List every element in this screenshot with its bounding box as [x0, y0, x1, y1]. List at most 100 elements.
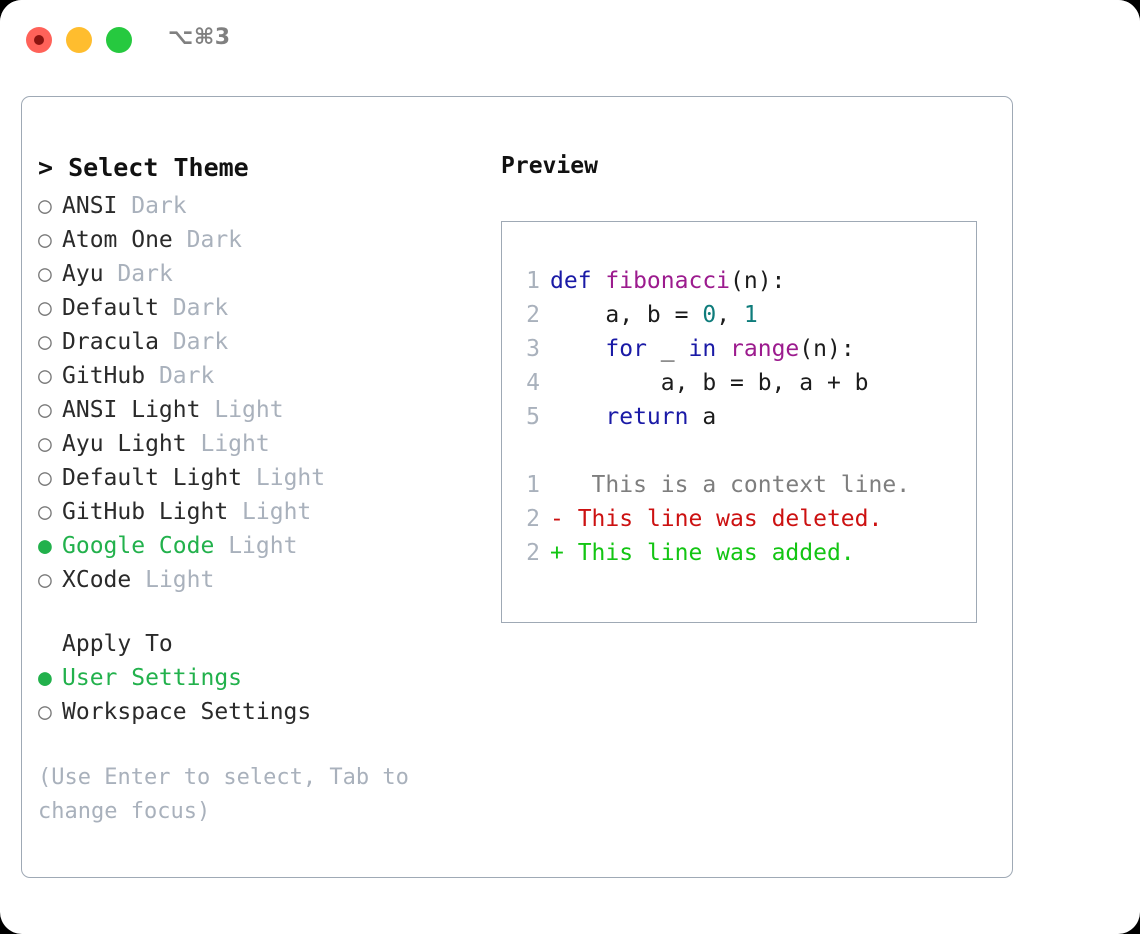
code-token: a, b =	[550, 302, 703, 328]
radio-unselected-icon: ○	[38, 699, 52, 725]
theme-list-item[interactable]: ○ GitHub Dark	[38, 359, 478, 393]
theme-list-item[interactable]: ●Google Code Light	[38, 529, 478, 563]
theme-list-item[interactable]: ○Ayu Dark	[38, 257, 478, 291]
theme-name: ANSI Light	[62, 397, 201, 423]
theme-name: GitHub	[62, 363, 146, 389]
theme-variant-tag: Light	[145, 567, 215, 593]
radio-unselected-icon: ○	[38, 261, 52, 287]
diff-line: 2 + This line was added.	[514, 536, 970, 570]
theme-variant-tag: Dark	[186, 227, 243, 253]
keyboard-shortcut-label: ⌥⌘3	[168, 25, 231, 50]
theme-list-item[interactable]: ○ Default Dark	[38, 291, 478, 325]
line-number: 1	[526, 472, 540, 498]
radio-unselected-icon: ○	[38, 499, 52, 525]
line-number: 5	[526, 404, 540, 430]
radio-unselected-icon: ○	[38, 295, 52, 321]
theme-list-item[interactable]: ○ GitHub Light Light	[38, 495, 478, 529]
code-token: 1	[743, 302, 758, 328]
maximize-window-button[interactable]	[106, 27, 132, 53]
code-token: 0	[702, 302, 717, 328]
close-window-button[interactable]	[26, 27, 52, 53]
apply-to-label: Workspace Settings	[62, 699, 312, 725]
code-token: return	[605, 404, 689, 430]
theme-name: GitHub Light	[62, 499, 229, 525]
theme-variant-tag: Dark	[172, 295, 229, 321]
diff-text: This line was added.	[563, 540, 855, 566]
theme-name: Ayu Light	[62, 431, 187, 457]
code-line: 2 a, b = 0, 1	[514, 298, 970, 332]
theme-list-item[interactable]: ○Dracula Dark	[38, 325, 478, 359]
line-number: 3	[526, 336, 540, 362]
diff-marker: +	[550, 540, 564, 566]
code-token: a	[688, 404, 717, 430]
diff-text: This line was deleted.	[563, 506, 883, 532]
diff-marker: -	[550, 506, 564, 532]
theme-variant-tag: Dark	[158, 363, 215, 389]
code-line: 4 a, b = b, a + b	[514, 366, 970, 400]
line-number: 2	[526, 506, 540, 532]
theme-variant-tag: Light	[255, 465, 326, 491]
code-token: def	[550, 268, 606, 294]
minimize-window-button[interactable]	[66, 27, 92, 53]
code-line: 1 def fibonacci(n):	[514, 264, 970, 298]
theme-variant-tag: Dark	[172, 329, 229, 355]
theme-name: Dracula	[62, 329, 159, 355]
diff-text: This is a context line.	[563, 472, 911, 498]
radio-unselected-icon: ○	[38, 363, 52, 389]
line-number: 2	[526, 540, 540, 566]
radio-unselected-icon: ○	[38, 397, 52, 423]
theme-list-item[interactable]: ○ANSI Dark	[38, 189, 478, 223]
theme-name: XCode	[62, 567, 132, 593]
theme-name: Default Light	[62, 465, 243, 491]
code-token: _	[646, 336, 689, 362]
diff-line: 1 This is a context line.	[514, 468, 970, 502]
theme-list-column: > Select Theme ○ANSI Dark○Atom One Dark○…	[38, 149, 478, 829]
apply-to-option[interactable]: ○ Workspace Settings	[38, 695, 478, 729]
theme-variant-tag: Dark	[131, 193, 187, 219]
theme-variant-tag: Light	[200, 431, 270, 457]
radio-unselected-icon: ○	[38, 465, 52, 491]
theme-name: Ayu	[62, 261, 104, 287]
line-number: 1	[526, 268, 540, 294]
code-token	[550, 336, 605, 362]
theme-list-item[interactable]: ○ XCode Light	[38, 563, 478, 597]
apply-to-option[interactable]: ●User Settings	[38, 661, 478, 695]
code-token: range	[730, 336, 800, 362]
theme-selector-panel: > Select Theme ○ANSI Dark○Atom One Dark○…	[21, 96, 1013, 878]
theme-name: Atom One	[62, 227, 173, 253]
code-token	[716, 336, 730, 362]
code-token: fibonacci	[605, 268, 731, 294]
theme-list-item[interactable]: ○ ANSI Light Light	[38, 393, 478, 427]
radio-unselected-icon: ○	[38, 431, 52, 457]
code-token: a, b = b, a + b	[550, 370, 869, 396]
title-bar: ⌥⌘3	[0, 0, 1140, 80]
theme-variant-tag: Light	[214, 397, 284, 423]
code-token: in	[688, 336, 717, 362]
theme-variant-tag: Light	[242, 499, 312, 525]
theme-list-item[interactable]: ○ Default Light Light	[38, 461, 478, 495]
radio-unselected-icon: ○	[38, 193, 52, 219]
section-spacer	[38, 597, 478, 627]
code-token	[550, 404, 605, 430]
code-diff-spacer	[514, 434, 970, 468]
line-number: 2	[526, 302, 540, 328]
theme-list-item[interactable]: ○ Ayu Light Light	[38, 427, 478, 461]
diff-line: 2- This line was deleted.	[514, 502, 970, 536]
radio-selected-icon: ●	[38, 665, 52, 691]
code-token: (n):	[799, 336, 855, 362]
radio-selected-icon: ●	[38, 533, 52, 559]
theme-list-item[interactable]: ○ Atom One Dark	[38, 223, 478, 257]
code-token: (n):	[730, 268, 786, 294]
apply-to-header: Apply To	[62, 631, 173, 657]
radio-unselected-icon: ○	[38, 567, 52, 593]
apply-to-list: ●User Settings ○ Workspace Settings	[38, 661, 478, 729]
radio-unselected-icon: ○	[38, 227, 52, 253]
theme-list: ○ANSI Dark○Atom One Dark○Ayu Dark○Defaul…	[38, 189, 478, 597]
theme-name: Default	[62, 295, 159, 321]
select-theme-header: > Select Theme	[38, 153, 249, 182]
